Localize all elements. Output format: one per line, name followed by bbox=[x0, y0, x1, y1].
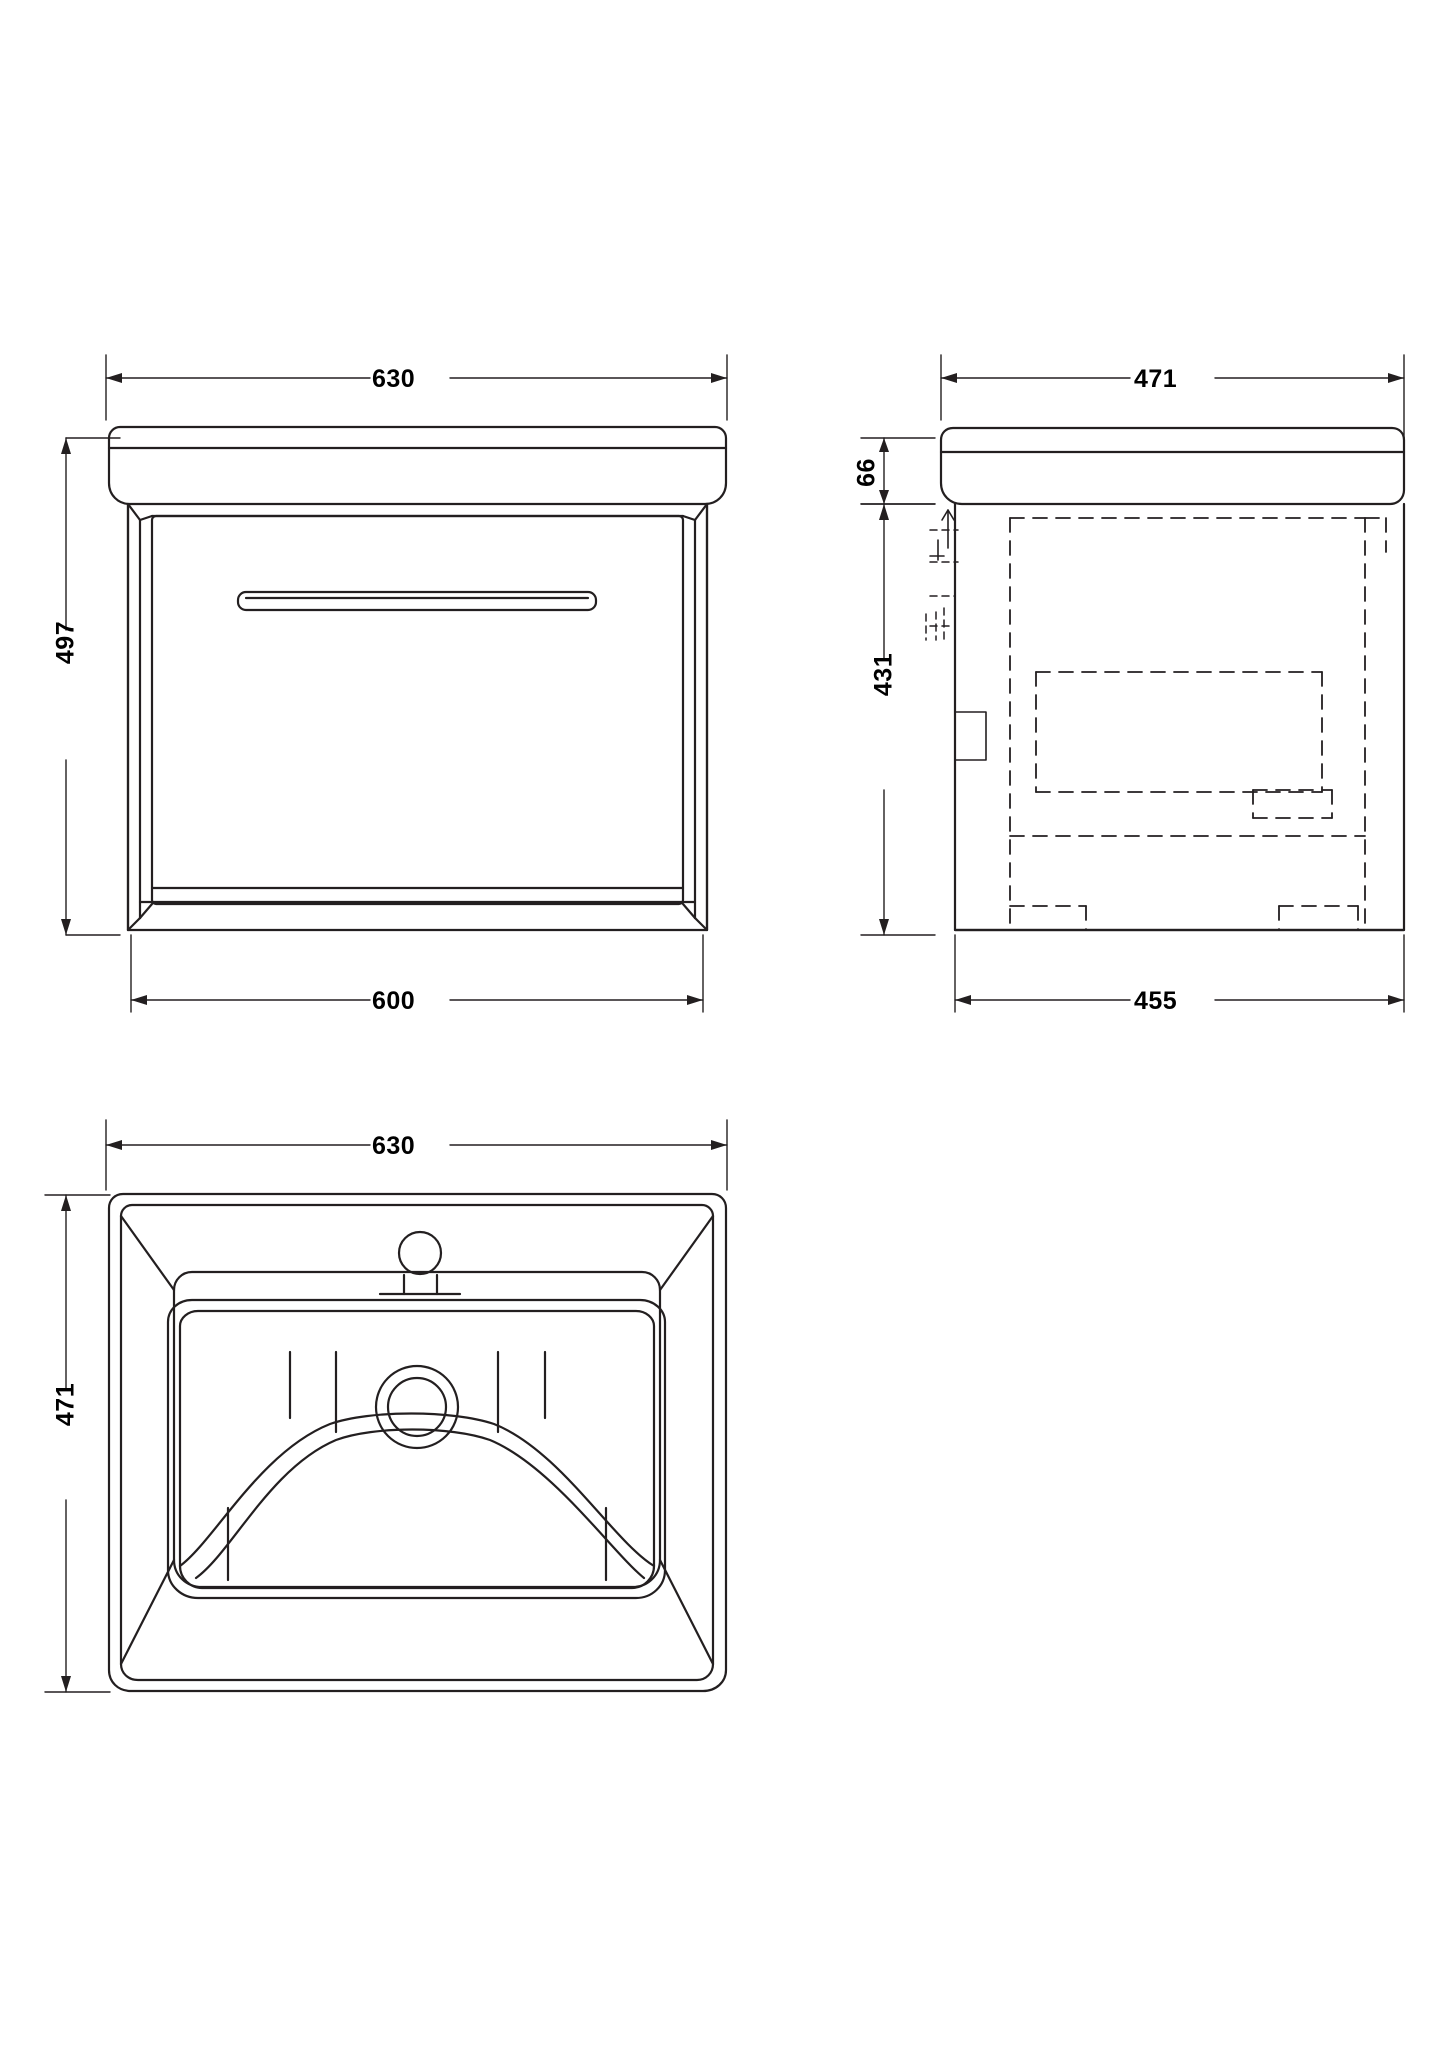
dim-side-basin-height-66: 66 bbox=[852, 458, 881, 487]
dim-front-cabinet-width-600: 600 bbox=[372, 987, 416, 1015]
side-elevation-view bbox=[860, 354, 1406, 1013]
dim-side-cabinet-depth-455: 455 bbox=[1134, 987, 1178, 1015]
dim-plan-width-630: 630 bbox=[372, 1132, 416, 1160]
front-elevation-view bbox=[61, 354, 728, 1013]
dim-side-cabinet-height-431: 431 bbox=[869, 652, 898, 697]
dim-front-height-497: 497 bbox=[51, 620, 80, 665]
dim-front-width-630: 630 bbox=[372, 365, 416, 393]
plan-view bbox=[44, 1119, 728, 1693]
dim-side-depth-471: 471 bbox=[1134, 365, 1178, 393]
dim-plan-depth-471: 471 bbox=[51, 1382, 80, 1427]
